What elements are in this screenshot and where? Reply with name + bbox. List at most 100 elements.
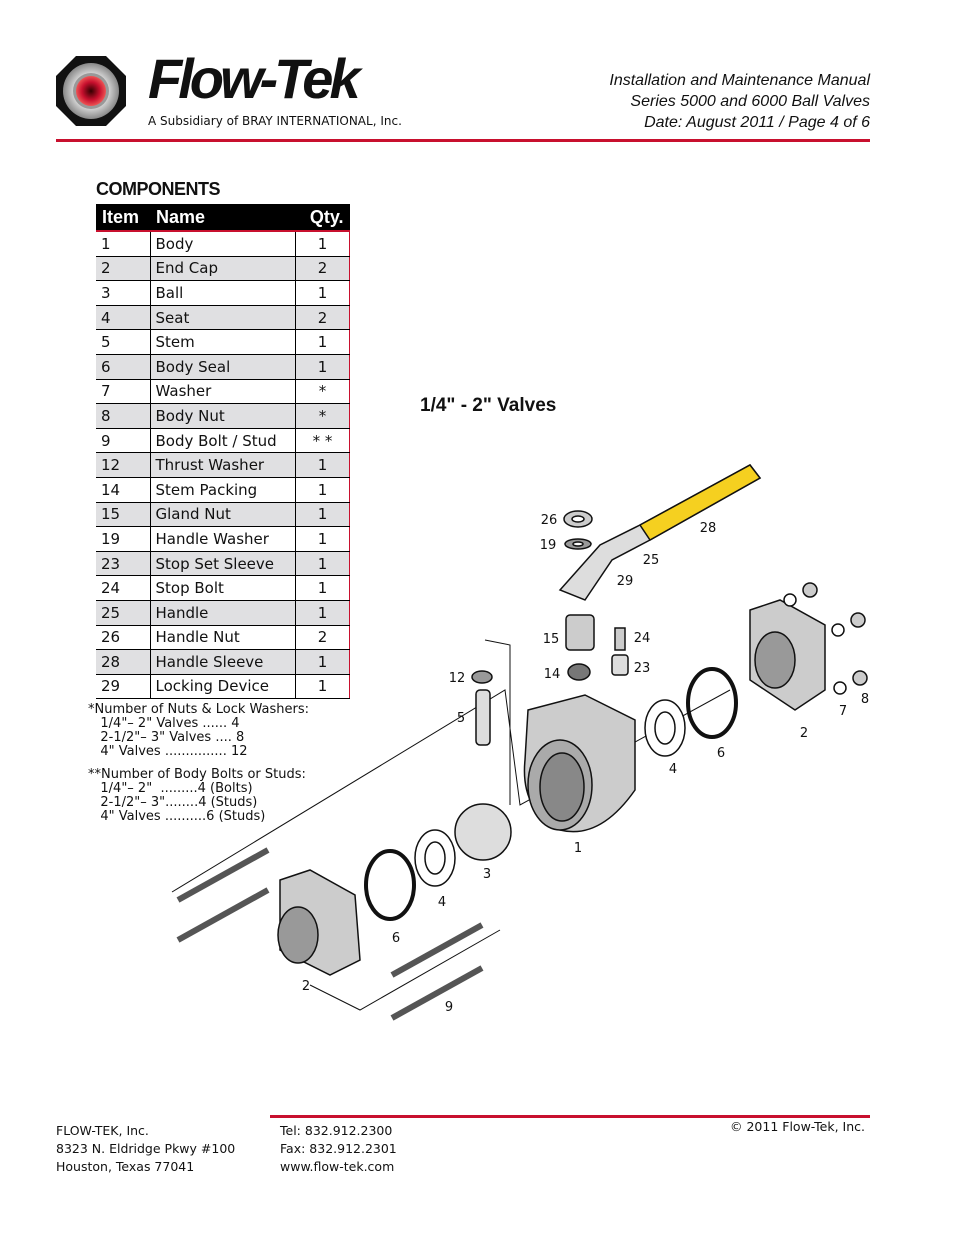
part-label: 28 [700, 521, 717, 536]
series-title: Series 5000 and 6000 Ball Valves [630, 93, 870, 110]
bolts-note: **Number of Body Bolts or Studs: 1/4"– 2… [88, 767, 306, 824]
cell-qty: 1 [295, 280, 350, 306]
part-label: 5 [457, 711, 465, 726]
cell-qty: 1 [295, 354, 350, 380]
date-page: Date: August 2011 / Page 4 of 6 [644, 114, 870, 131]
cell-item: 28 [96, 649, 150, 675]
cell-qty: 2 [295, 305, 350, 331]
footer-tel: Tel: 832.912.2300 [280, 1123, 393, 1138]
part-label: 4 [669, 762, 677, 777]
cell-name: Washer [149, 379, 296, 405]
components-title: COMPONENTS [96, 179, 221, 199]
brand-logo-text: Flow-Tek [148, 47, 361, 110]
cell-item: 5 [96, 329, 150, 355]
cell-name: Ball [149, 280, 296, 306]
header-divider [56, 139, 870, 142]
cell-qty: * [295, 379, 350, 405]
footer-street: 8323 N. Eldridge Pkwy #100 [56, 1141, 236, 1156]
part-label: 7 [839, 704, 847, 719]
part-label: 4 [438, 895, 446, 910]
cell-name: Seat [149, 305, 296, 331]
footer-copyright: © 2011 Flow-Tek, Inc. [730, 1119, 865, 1134]
cell-name: Gland Nut [149, 502, 296, 528]
part-label: 26 [541, 513, 558, 528]
cell-item: 4 [96, 305, 150, 331]
cell-name: Thrust Washer [149, 452, 296, 478]
part-label: 19 [540, 538, 557, 553]
cell-item: 1 [96, 231, 150, 257]
part-label: 8 [861, 692, 869, 707]
cell-name: Stop Bolt [149, 575, 296, 601]
footer-contact: Tel: 832.912.2300 Fax: 832.912.2301 www.… [280, 1122, 397, 1176]
cell-qty: 2 [295, 625, 350, 651]
cell-qty: 1 [295, 477, 350, 503]
cell-item: 2 [96, 256, 150, 282]
cell-item: 12 [96, 452, 150, 478]
cell-qty: 1 [295, 551, 350, 577]
cell-qty: * [295, 403, 350, 429]
cell-item: 24 [96, 575, 150, 601]
col-qty: Qty. [295, 204, 350, 232]
cell-item: 23 [96, 551, 150, 577]
cell-name: Handle Sleeve [149, 649, 296, 675]
part-label: 24 [634, 631, 651, 646]
brand-subtitle: A Subsidiary of BRAY INTERNATIONAL, Inc. [148, 114, 402, 128]
cell-item: 9 [96, 428, 150, 454]
cell-name: End Cap [149, 256, 296, 282]
col-name: Name [150, 204, 296, 232]
footer-fax: Fax: 832.912.2301 [280, 1141, 397, 1156]
footer-company: FLOW-TEK, Inc. [56, 1123, 149, 1138]
manual-title: Installation and Maintenance Manual [609, 72, 870, 89]
part-label: 1 [574, 841, 582, 856]
cell-qty: 1 [295, 526, 350, 552]
cell-name: Handle Nut [149, 625, 296, 651]
part-label: 3 [483, 867, 491, 882]
cell-qty: 1 [295, 452, 350, 478]
part-label: 2 [302, 979, 310, 994]
cell-qty: 2 [295, 256, 350, 282]
cell-item: 14 [96, 477, 150, 503]
cell-name: Stop Set Sleeve [149, 551, 296, 577]
cell-qty: 1 [295, 600, 350, 626]
cell-name: Stem Packing [149, 477, 296, 503]
cell-qty: * * [295, 428, 350, 454]
cell-item: 7 [96, 379, 150, 405]
document-header: Installation and Maintenance Manual Seri… [609, 70, 870, 133]
part-label: 14 [544, 667, 561, 682]
cell-name: Body Seal [149, 354, 296, 380]
footer-web[interactable]: www.flow-tek.com [280, 1159, 395, 1174]
cell-item: 25 [96, 600, 150, 626]
col-item: Item [96, 204, 150, 232]
part-label: 6 [717, 746, 725, 761]
valve-diagram-title: 1/4" - 2" Valves [420, 395, 557, 416]
cell-name: Body Nut [149, 403, 296, 429]
cell-qty: 1 [295, 502, 350, 528]
cell-qty: 1 [295, 649, 350, 675]
cell-qty: 1 [295, 329, 350, 355]
cell-name: Handle Washer [149, 526, 296, 552]
cell-name: Body Bolt / Stud [149, 428, 296, 454]
part-label: 6 [392, 931, 400, 946]
part-label: 25 [643, 553, 660, 568]
cell-item: 15 [96, 502, 150, 528]
cell-name: Body [149, 231, 296, 257]
cell-qty: 1 [295, 575, 350, 601]
cell-item: 6 [96, 354, 150, 380]
